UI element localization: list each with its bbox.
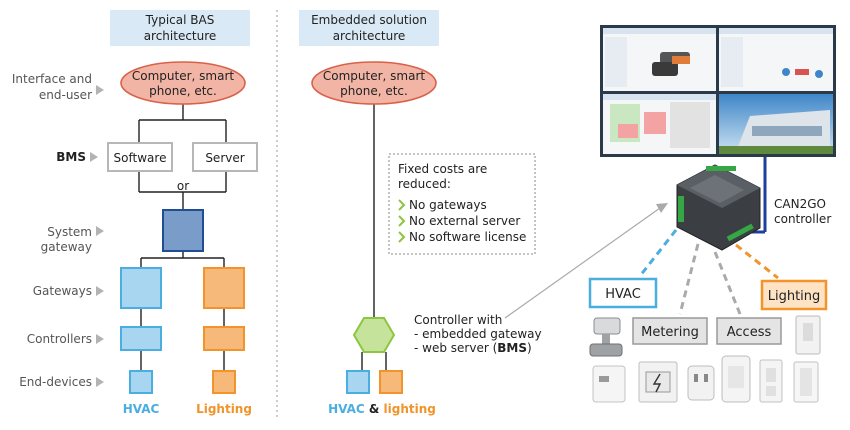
- thermostat-image: [592, 365, 626, 403]
- middle-hvac-device-box: [346, 370, 370, 394]
- chevron-icon: [398, 231, 406, 243]
- arrow-system-gateway: [96, 226, 104, 236]
- middle-computer-line1: Computer, smart: [323, 69, 426, 83]
- fixed-costs-title1: Fixed costs are: [398, 162, 487, 176]
- label-controllers: Controllers: [27, 332, 92, 346]
- or-label: or: [177, 179, 189, 193]
- system-gateway-box: [162, 209, 204, 252]
- controller-text-line3: - web server (BMS): [414, 341, 532, 355]
- left-computer-line2: phone, etc.: [149, 84, 217, 98]
- link-metering: [678, 243, 700, 315]
- access-category-label: Access: [727, 325, 772, 340]
- label-system: System: [47, 225, 92, 239]
- lighting-gateway-box: [203, 267, 245, 309]
- link-hvac: [638, 229, 678, 277]
- server-box: [192, 142, 258, 172]
- wall-switch-image: [759, 359, 783, 403]
- label-gateways: Gateways: [33, 284, 92, 298]
- metering-category-label: Metering: [641, 325, 699, 340]
- middle-lighting-label: lighting: [384, 402, 436, 416]
- lighting-category-box: [760, 279, 828, 311]
- lighting-end-device-box: [212, 370, 236, 394]
- controller-text-line1: Controller with: [414, 313, 502, 327]
- cost-item-no-server: No external server: [409, 214, 520, 228]
- chevron-icon: [398, 199, 406, 211]
- cost-item-no-license: No software license: [409, 230, 526, 244]
- hvac-gateway-box: [120, 267, 162, 309]
- sensor-outlet-image: [687, 365, 715, 401]
- label-gateway: gateway: [41, 240, 92, 254]
- can2go-controller-device: [676, 164, 761, 251]
- arrow-end-devices: [96, 377, 104, 387]
- middle-hvac-label: HVAC: [328, 402, 365, 416]
- controller-text-line3-suffix: ): [527, 341, 532, 355]
- label-interface: Interface and: [12, 72, 92, 86]
- label-end-devices: End-devices: [19, 375, 92, 389]
- lighting-category-label: Lighting: [768, 289, 821, 304]
- fixed-costs-title2: reduced:: [398, 177, 451, 191]
- pointer-arrowhead: [656, 203, 668, 213]
- middle-bottom-label: HVAC & lighting: [328, 402, 436, 416]
- controller-text-line3-prefix: - web server (: [414, 341, 497, 355]
- arrow-bms: [90, 152, 98, 162]
- cost-item-no-gateways: No gateways: [409, 198, 487, 212]
- left-computer-line1: Computer, smart: [132, 69, 235, 83]
- label-bms: BMS: [56, 150, 86, 164]
- controller-text-line3-bold: BMS: [497, 341, 527, 355]
- metering-category-box: [632, 317, 708, 345]
- middle-connectors: [361, 352, 387, 371]
- arrow-gateways: [96, 286, 104, 296]
- left-connectors: [138, 104, 227, 371]
- light-switch-image: [795, 315, 821, 355]
- hvac-category-box: [588, 277, 658, 309]
- hvac-controller-box: [120, 326, 162, 351]
- hvac-category-label: HVAC: [605, 287, 641, 302]
- chevron-icon: [398, 215, 406, 227]
- middle-header-line1: Embedded solution: [311, 13, 427, 27]
- can2go-label-line1: CAN2GO: [774, 197, 826, 211]
- embedded-controller-hexagon: [352, 317, 396, 353]
- server-label: Server: [205, 151, 244, 165]
- middle-computer-ellipse: [311, 61, 437, 105]
- fixed-costs-box: [388, 153, 536, 255]
- left-header-line1: Typical BAS: [145, 13, 215, 27]
- dimmer-image: [793, 361, 819, 403]
- link-access: [713, 251, 742, 315]
- access-category-box: [716, 317, 782, 345]
- label-end-user: end-user: [39, 88, 92, 102]
- arrow-controllers: [96, 334, 104, 344]
- middle-header-line2: architecture: [333, 29, 406, 43]
- left-header-line2: architecture: [144, 29, 217, 43]
- left-lighting-label: Lighting: [196, 402, 252, 416]
- hvac-end-device-box: [129, 370, 153, 394]
- software-label: Software: [114, 151, 167, 165]
- middle-amp-label: &: [365, 402, 384, 416]
- left-hvac-label: HVAC: [123, 402, 160, 416]
- arrow-interface: [96, 85, 104, 95]
- left-header-box: [110, 10, 250, 46]
- pointer-line: [504, 207, 661, 319]
- monitor-screens: [600, 25, 836, 157]
- left-computer-ellipse: [120, 61, 246, 105]
- can2go-label-line2: controller: [774, 212, 831, 226]
- card-reader-image: [721, 355, 751, 403]
- middle-lighting-device-box: [379, 370, 403, 394]
- middle-header-box: [299, 10, 439, 46]
- software-box: [107, 142, 173, 172]
- middle-computer-line2: phone, etc.: [340, 84, 408, 98]
- lighting-controller-box: [203, 326, 245, 351]
- energy-meter-image: [638, 361, 678, 403]
- valve-actuator-image: [589, 317, 623, 357]
- link-lighting: [735, 243, 779, 280]
- controller-text-line2: - embedded gateway: [414, 327, 542, 341]
